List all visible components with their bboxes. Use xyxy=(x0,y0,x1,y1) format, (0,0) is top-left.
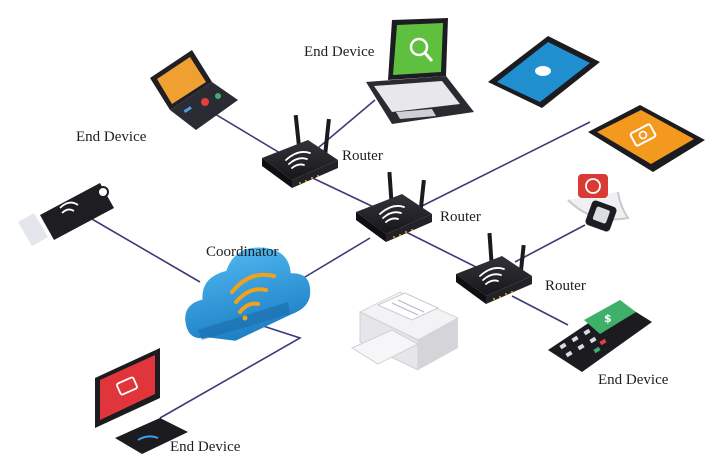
link-tablet-router2 xyxy=(409,121,591,213)
link-router3-payment xyxy=(511,295,569,326)
connection-lines xyxy=(84,99,591,419)
smartphone-device[interactable] xyxy=(488,36,600,108)
handheld-console-device[interactable] xyxy=(150,50,238,130)
link-coordinator-monitor xyxy=(159,324,302,419)
laptop-device[interactable] xyxy=(366,18,474,124)
link-watch-router3 xyxy=(514,224,586,263)
printer-device[interactable] xyxy=(350,291,460,371)
label-router-3: Router xyxy=(545,278,586,294)
payment-terminal-device[interactable]: $ xyxy=(548,300,652,372)
label-end-device-payment: End Device xyxy=(598,372,669,388)
router-2[interactable] xyxy=(356,171,432,242)
coordinator-cloud[interactable] xyxy=(172,237,319,352)
wifi-icon xyxy=(230,272,276,321)
label-end-device-laptop: End Device xyxy=(304,44,375,60)
usb-dongle-device[interactable] xyxy=(18,183,114,246)
router-3[interactable] xyxy=(456,232,532,304)
label-router-1: Router xyxy=(342,148,383,164)
router-1[interactable] xyxy=(262,114,338,188)
label-router-2: Router xyxy=(440,209,481,225)
label-coordinator: Coordinator xyxy=(206,244,279,260)
monitor-device[interactable] xyxy=(95,348,188,454)
label-end-device-monitor: End Device xyxy=(170,439,241,455)
tablet-device[interactable] xyxy=(588,105,705,172)
link-usb-coordinator xyxy=(84,214,201,283)
link-gaming-router1 xyxy=(204,107,281,154)
label-end-device-gaming: End Device xyxy=(76,129,147,145)
link-router2-router3 xyxy=(397,227,479,269)
smartwatch-device[interactable] xyxy=(567,174,630,233)
link-coordinator-router2 xyxy=(299,237,371,281)
payment-symbol: $ xyxy=(604,312,612,325)
